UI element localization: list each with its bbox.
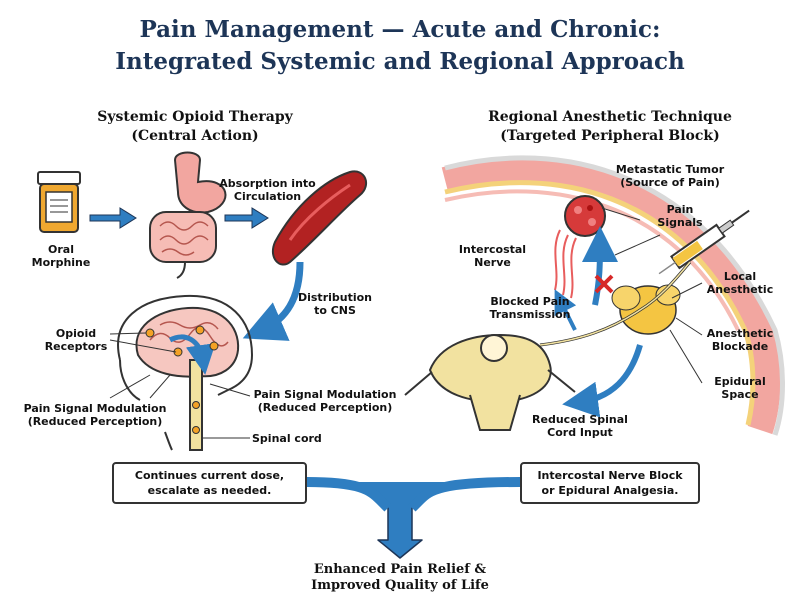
vertebra-icon <box>404 333 576 431</box>
spinal-cord-label: Spinal cord <box>252 432 322 445</box>
modulation-left-label: Pain Signal Modulation(Reduced Perceptio… <box>23 402 167 428</box>
stomach-intestine-icon <box>149 151 227 279</box>
arrow-to-cns <box>242 261 304 341</box>
reduced-input-arrow <box>562 344 643 418</box>
right-heading-2: (Targeted Peripheral Block) <box>500 128 720 144</box>
tumor-icon <box>564 195 606 237</box>
merge-arrow <box>306 477 521 559</box>
blood-vessel-icon <box>271 170 368 266</box>
modulation-right-label: Pain Signal Modulation(Reduced Perceptio… <box>253 388 397 414</box>
brain-head-icon <box>117 294 254 451</box>
arrow-to-stomach <box>89 207 137 229</box>
chest-wall-arcs <box>441 155 785 436</box>
right-heading-1: Regional Anesthetic Technique <box>488 109 732 125</box>
left-heading-1: Systemic Opioid Therapy <box>97 109 293 125</box>
arrow-to-vessel <box>224 207 269 229</box>
syringe-icon <box>658 209 750 275</box>
pain-signal-waves <box>554 229 577 299</box>
left-heading-2: (Central Action) <box>131 128 259 144</box>
systemic-summary-box: Continues current dose,escalate as neede… <box>112 462 307 504</box>
anesthetic-blob <box>611 284 681 335</box>
title-line-2: Integrated Systemic and Regional Approac… <box>115 48 685 75</box>
blocked-signal-arrow <box>581 226 618 306</box>
pill-bottle-icon <box>37 171 81 233</box>
block-x-icon <box>594 274 614 294</box>
outcome-label: Enhanced Pain Relief &Improved Quality o… <box>311 562 489 593</box>
tumor-label: Metastatic Tumor(Source of Pain) <box>615 163 725 189</box>
title-line-1: Pain Management — Acute and Chronic: <box>139 16 661 43</box>
